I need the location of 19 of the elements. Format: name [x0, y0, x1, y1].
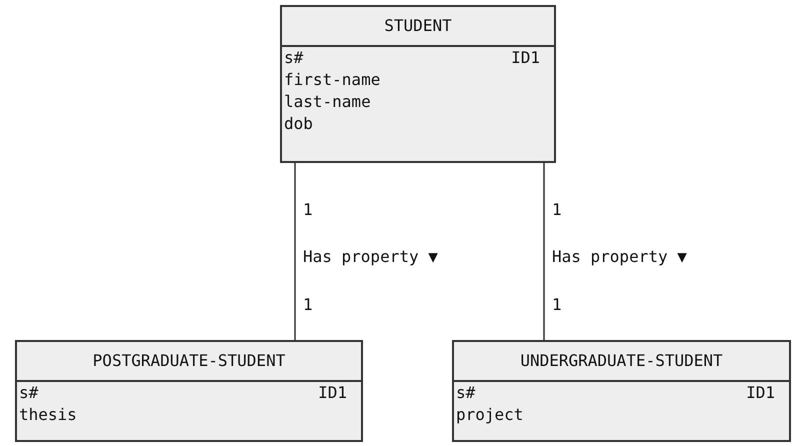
attribute-name: s#	[19, 382, 38, 404]
relationship-line	[543, 163, 545, 340]
entity-name: UNDERGRADUATE-STUDENT	[520, 350, 723, 372]
attribute-name: project	[456, 404, 524, 426]
entity-box	[15, 340, 363, 442]
relationship-line	[294, 163, 296, 340]
attribute-name: dob	[284, 113, 314, 135]
identifier-label: ID1	[318, 382, 347, 404]
entity-box	[452, 340, 791, 442]
entity-box	[280, 5, 556, 163]
attribute-name: thesis	[19, 404, 78, 426]
entity-name: STUDENT	[384, 15, 452, 37]
identifier-label: ID1	[746, 382, 775, 404]
entity-name: POSTGRADUATE-STUDENT	[92, 350, 286, 372]
attribute-name: s#	[456, 382, 476, 404]
identifier-label: ID1	[511, 47, 540, 69]
attribute-name: s#	[284, 47, 304, 69]
attribute-name: first-name	[284, 69, 382, 91]
attribute-name: last-name	[284, 91, 372, 113]
